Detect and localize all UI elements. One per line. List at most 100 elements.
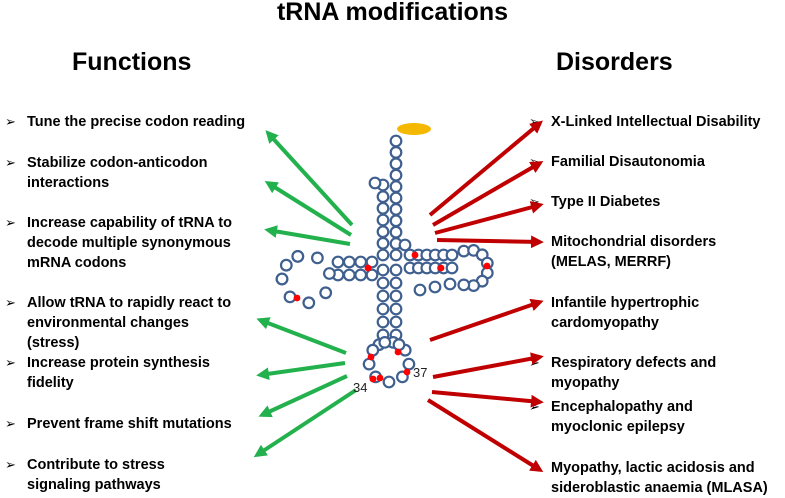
nucleotide: [389, 315, 403, 329]
function-arrow: [256, 317, 347, 355]
function-arrow: [264, 180, 353, 237]
bullet-arrow-icon: ➢: [5, 355, 16, 370]
function-item-text: Allow tRNA to rapidly react to environme…: [27, 295, 232, 351]
disorder-item-text: Type II Diabetes: [551, 194, 661, 210]
function-item: ➢ Increase protein synthesis fidelity: [5, 353, 222, 393]
nucleotide: [398, 238, 412, 252]
disorder-arrow: [429, 298, 544, 342]
nucleotide: [376, 276, 390, 290]
nucleotide: [342, 268, 356, 282]
modification-dot: [403, 368, 411, 376]
modification-dot: [394, 348, 402, 356]
nucleotide: [291, 249, 305, 263]
bullet-arrow-icon: ➢: [5, 457, 16, 472]
disorder-arrow: [428, 120, 543, 217]
function-item-text: Increase protein synthesis fidelity: [27, 355, 210, 391]
nucleotide: [366, 343, 380, 357]
nucleotide: [389, 180, 403, 194]
nucleotide: [392, 338, 406, 352]
function-item-text: Contribute to stress signaling pathways: [27, 457, 165, 493]
nucleotide: [376, 289, 390, 303]
disorder-item: ➢ Encephalopathy and myoclonic epilepsy: [529, 397, 766, 437]
nucleotide: [389, 191, 403, 205]
disorder-item-text: X-Linked Intellectual Disability: [551, 114, 761, 130]
function-item-text: Tune the precise codon reading: [27, 114, 246, 130]
nucleotide: [376, 315, 390, 329]
disorders-heading: Disorders: [556, 48, 673, 76]
function-arrow: [264, 225, 351, 246]
nucleotide: [445, 261, 459, 275]
nucleotide: [368, 176, 382, 190]
nucleotide: [413, 283, 427, 297]
nucleotide: [389, 145, 403, 159]
function-item: ➢ Prevent frame shift mutations: [5, 414, 247, 434]
nucleotide: [376, 236, 390, 250]
disorder-arrow: [426, 398, 544, 473]
modification-dot: [483, 262, 491, 270]
nucleotide: [378, 336, 392, 349]
disorder-item: ➢ Infantile hypertrophic cardomyopathy: [529, 293, 741, 333]
disorder-item-text: Mitochondrial disorders (MELAS, MERRF): [551, 234, 717, 270]
modification-dot: [437, 264, 445, 272]
disorder-arrow: [431, 390, 544, 408]
nucleotide: [382, 375, 396, 389]
function-arrow: [256, 361, 346, 381]
disorder-item-text: Respiratory defects and myopathy: [551, 355, 717, 391]
nucleotide: [389, 302, 403, 316]
function-arrow: [258, 374, 348, 418]
function-arrow: [253, 388, 358, 458]
diagram-title: tRNA modifications: [276, 0, 509, 26]
modification-dot: [293, 294, 301, 302]
bullet-arrow-icon: ➢: [5, 155, 16, 170]
modification-dot: [364, 264, 372, 272]
disorder-item: ➢ Myopathy, lactic acidosis and siderobl…: [529, 458, 781, 498]
nucleotide: [354, 255, 368, 269]
function-item: ➢ Contribute to stress signaling pathway…: [5, 455, 227, 495]
nucleotide: [389, 225, 403, 239]
nucleotide: [279, 258, 293, 272]
nucleotide: [376, 302, 390, 316]
nucleotide: [376, 263, 390, 277]
bullet-arrow-icon: ➢: [5, 114, 16, 129]
nucleotide: [376, 225, 390, 239]
nucleotide: [376, 213, 390, 227]
function-item-text: Stabilize codon-anticodon interactions: [27, 155, 208, 191]
nucleotide: [354, 268, 368, 282]
disorder-arrow: [432, 352, 544, 379]
disorder-arrow: [431, 161, 544, 227]
nucleotide: [283, 290, 297, 304]
position-label-34: 34: [353, 380, 367, 395]
disorder-arrow: [436, 235, 544, 249]
modification-dot: [367, 353, 375, 361]
nucleotide: [389, 168, 403, 182]
nucleotide: [389, 134, 403, 148]
nucleotide: [428, 280, 442, 294]
disorder-item-text: Encephalopathy and myoclonic epilepsy: [551, 399, 693, 435]
modification-dot: [376, 374, 384, 382]
nucleotide: [443, 277, 457, 291]
nucleotide: [376, 201, 390, 215]
nucleotide: [376, 190, 390, 204]
nucleotide: [319, 286, 333, 300]
nucleotide: [323, 267, 336, 280]
function-arrows: [253, 130, 358, 458]
function-item-text: Increase capability of tRNA to decode mu…: [27, 215, 232, 271]
bullet-arrow-icon: ➢: [5, 416, 16, 431]
nucleotide: [389, 202, 403, 216]
position-label-37: 37: [413, 365, 427, 380]
cap-oval: [397, 123, 431, 135]
modification-dot: [411, 251, 419, 259]
disorder-item-text: Familial Disautonomia: [551, 154, 705, 170]
function-item: ➢ Allow tRNA to rapidly react to environ…: [5, 293, 242, 353]
nucleotide: [389, 248, 403, 262]
nucleotide: [445, 248, 459, 262]
functions-heading: Functions: [72, 48, 192, 76]
bullet-arrow-icon: ➢: [5, 295, 16, 310]
disorder-arrows: [426, 120, 544, 473]
nucleotide: [302, 296, 316, 310]
disorder-arrow: [434, 201, 544, 235]
disorder-item-text: Myopathy, lactic acidosis and sideroblas…: [551, 460, 768, 496]
nucleotide: [389, 263, 403, 277]
nucleotide: [389, 276, 403, 290]
